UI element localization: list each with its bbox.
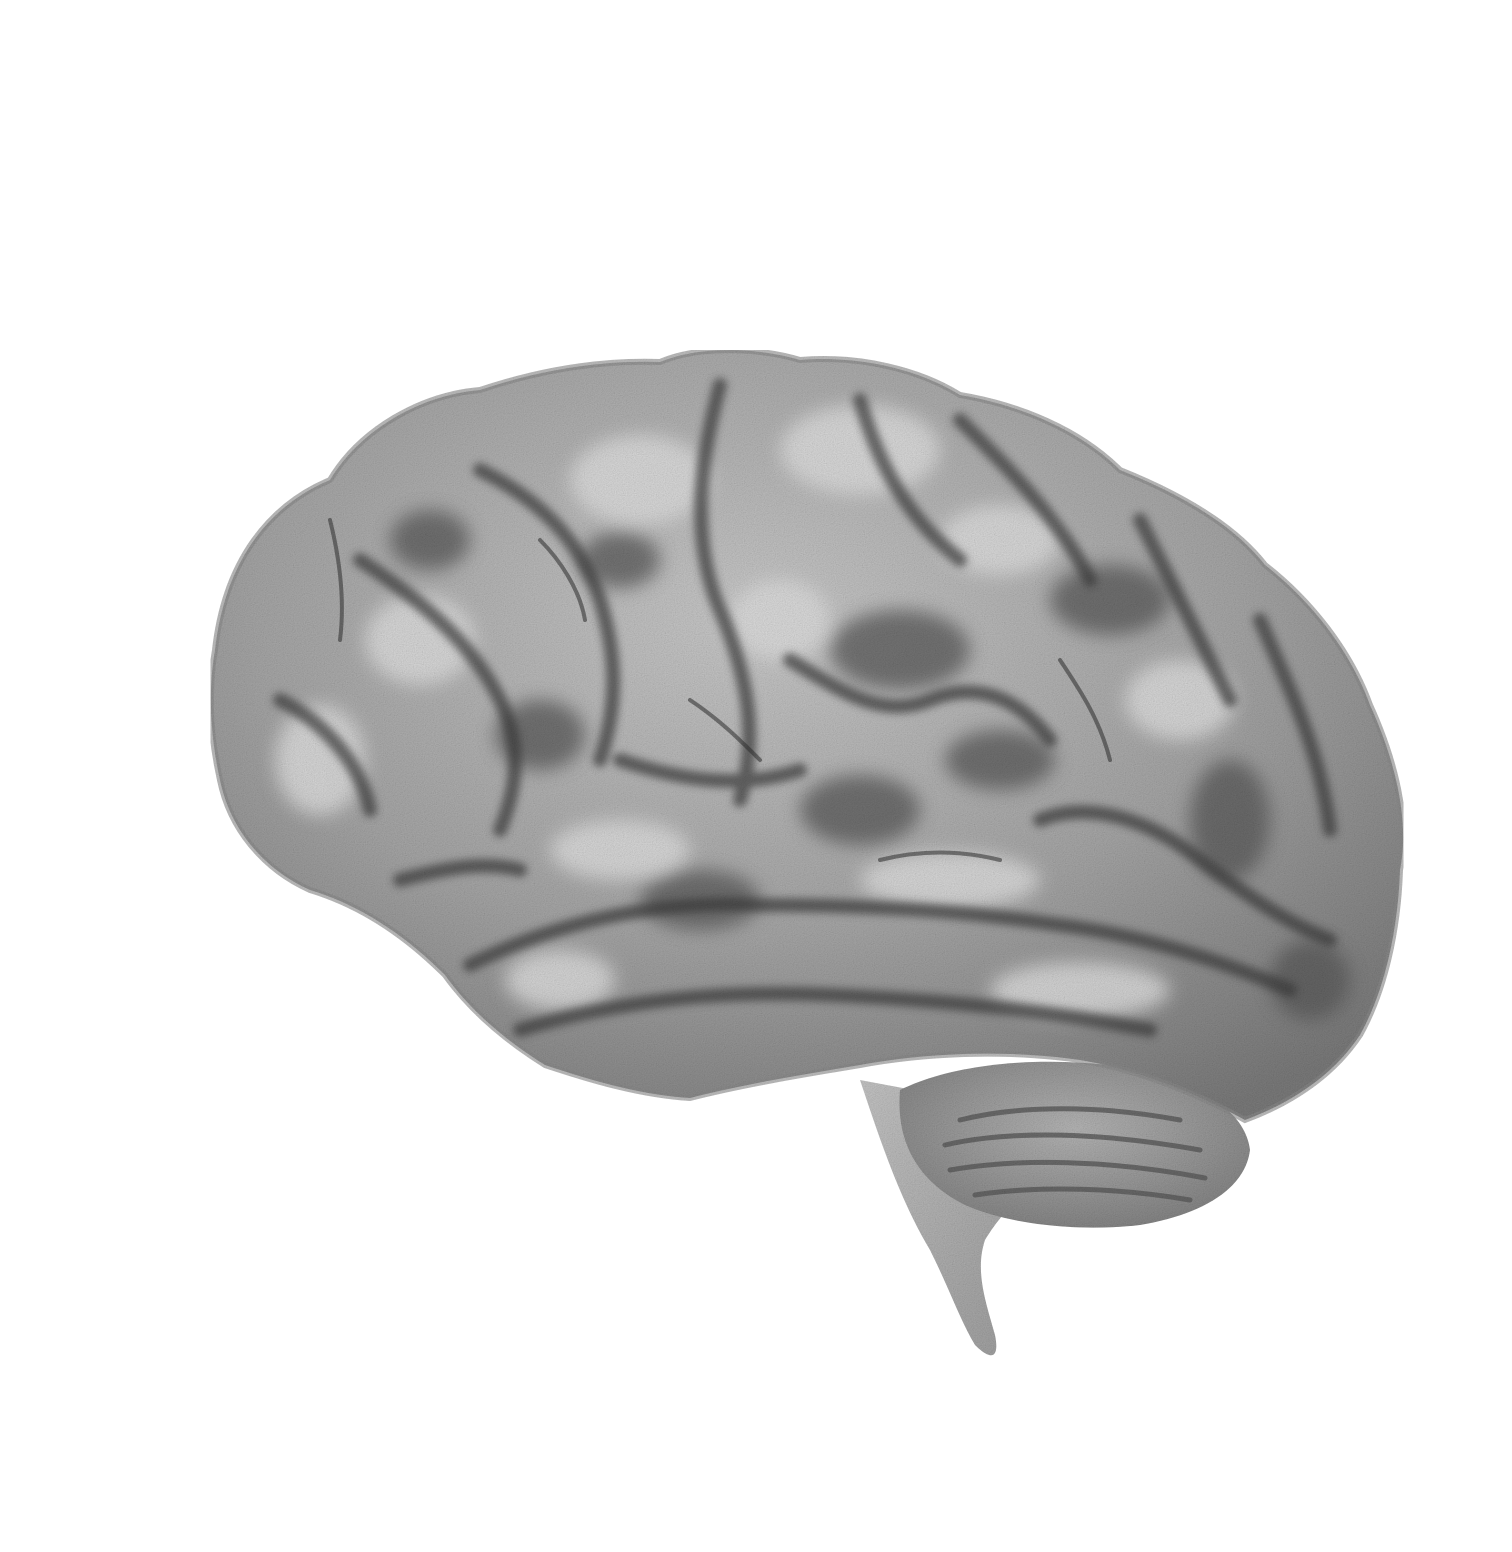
cerebellum-shape	[899, 1061, 1250, 1228]
cerebellum-folia	[942, 1106, 1208, 1203]
